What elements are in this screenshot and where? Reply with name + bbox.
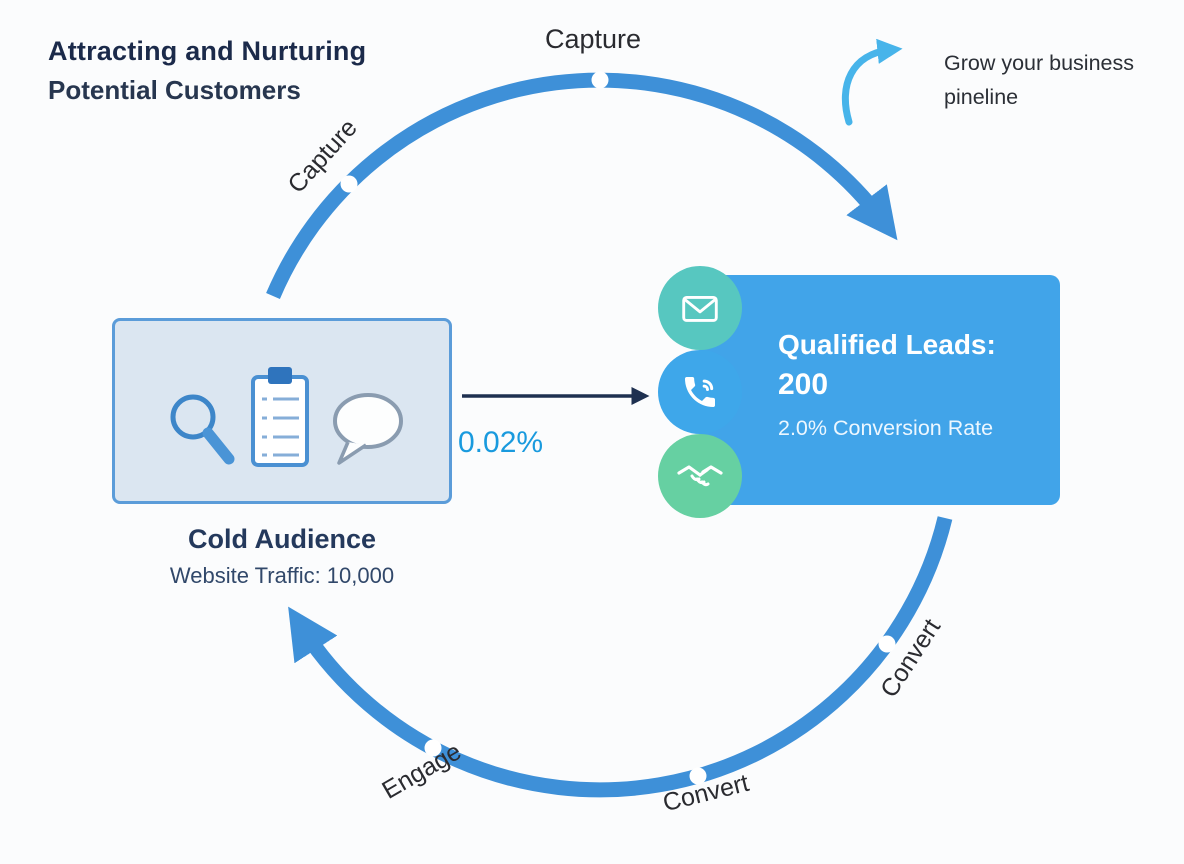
cycle-dot-right xyxy=(878,635,896,653)
cold-audience-title: Cold Audience xyxy=(187,524,376,554)
page-title-line2: Potential Customers xyxy=(48,75,301,105)
cycle-dot-bottom-left xyxy=(424,739,442,757)
capture-label-top: Capture xyxy=(544,24,642,54)
cycle-dot-upper-left xyxy=(340,175,358,193)
qualified-leads-box: Qualified Leads: 200 2.0% Conversion Rat… xyxy=(700,275,1060,505)
page-title-line1: Attracting and Nurturing xyxy=(48,36,367,66)
grow-annotation-line1: Grow your business xyxy=(944,51,1134,75)
phone-icon xyxy=(685,377,715,407)
cold-audience-icons xyxy=(170,367,403,467)
clipboard-icon xyxy=(251,367,309,467)
grow-curved-arrow-icon xyxy=(841,38,903,126)
handshake-badge xyxy=(658,434,742,518)
grow-annotation: Grow your business pineline xyxy=(944,46,1134,115)
cycle-dot-bottom xyxy=(689,767,707,785)
handshake-icon xyxy=(677,465,723,487)
cycle-bottom-arc xyxy=(288,516,953,798)
conversion-rate-label: 0.02% xyxy=(458,426,544,459)
qualified-leads-value: 200 xyxy=(778,367,829,401)
qualified-leads-title: Qualified Leads: xyxy=(778,329,996,360)
cycle-top-arc xyxy=(266,72,898,299)
grow-annotation-line2: pineline xyxy=(944,85,1019,110)
cold-audience-box xyxy=(112,318,452,504)
phone-badge xyxy=(658,350,742,434)
conversion-rate-subtitle: 2.0% Conversion Rate xyxy=(778,415,994,440)
cycle-dots xyxy=(340,71,896,785)
website-traffic-label: Website Traffic: 10,000 xyxy=(169,563,395,588)
page-title: Attracting and Nurturing Potential Custo… xyxy=(48,36,366,106)
magnifier-icon xyxy=(170,394,235,465)
envelope-icon xyxy=(682,296,718,322)
envelope-badge xyxy=(658,266,742,350)
speech-bubble-icon xyxy=(333,393,403,465)
cycle-dot-top xyxy=(591,71,609,89)
